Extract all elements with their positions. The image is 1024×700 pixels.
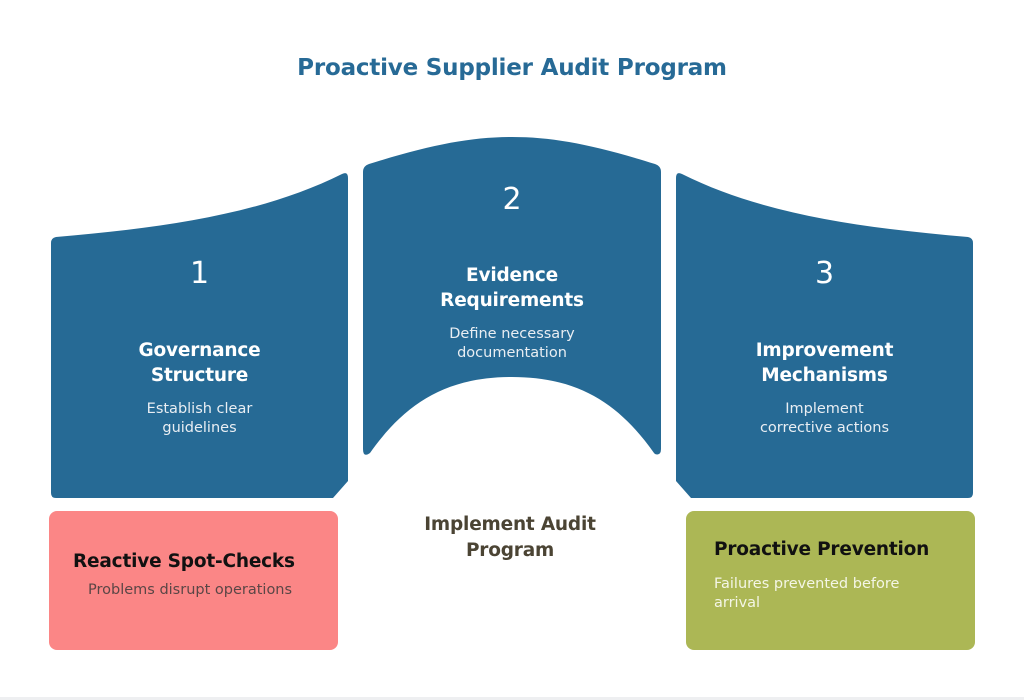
proactive-desc-line-2: arrival	[714, 595, 761, 611]
step-1-number: 1	[189, 256, 210, 291]
reactive-description: Problems disrupt operations	[88, 582, 293, 598]
reactive-heading: Reactive Spot-Checks	[73, 551, 295, 572]
panel-2-shape	[363, 137, 661, 455]
step-3-desc-line-1: Implement	[785, 401, 864, 417]
proactive-description: Failures prevented before arrival	[714, 575, 899, 613]
step-2-heading-line-2: Requirements	[440, 290, 584, 311]
panel-3-shape	[676, 173, 973, 498]
proactive-heading: Proactive Prevention	[714, 539, 930, 560]
step-2-description: Define necessary documentation	[363, 325, 661, 363]
step-2-desc-line-1: Define necessary	[449, 326, 575, 342]
step-1-desc-line-2: guidelines	[162, 420, 237, 436]
step-1-desc-line-1: Establish clear	[146, 401, 253, 417]
step-3-heading-line-1: Improvement	[755, 340, 894, 361]
step-3-desc-line-2: corrective actions	[759, 420, 890, 436]
diagram-title: Proactive Supplier Audit Program	[297, 55, 727, 81]
reactive-outcome-box: Reactive Spot-Checks Problems disrupt op…	[49, 511, 338, 650]
step-2-heading: Evidence Requirements	[363, 263, 661, 313]
step-3-description: Implement corrective actions	[676, 400, 973, 438]
proactive-desc-line-1: Failures prevented before	[714, 576, 900, 592]
step-1-heading-line-1: Governance	[138, 340, 261, 361]
step-1-heading-line-2: Structure	[150, 365, 249, 386]
panel-1-shape	[51, 173, 348, 498]
center-label-line-1: Implement Audit	[424, 514, 596, 535]
step-2-heading-line-1: Evidence	[466, 265, 558, 286]
step-3-number: 3	[814, 256, 835, 291]
step-3-heading: Improvement Mechanisms	[676, 338, 973, 388]
center-label-line-2: Program	[465, 540, 555, 561]
proactive-outcome-box: Proactive Prevention Failures prevented …	[686, 511, 975, 650]
step-1-heading: Governance Structure	[51, 338, 348, 388]
center-label: Implement Audit Program	[380, 512, 640, 564]
bottom-divider	[0, 697, 1024, 700]
step-2-number: 2	[502, 182, 522, 217]
step-3-heading-line-2: Mechanisms	[761, 365, 888, 386]
step-1-description: Establish clear guidelines	[51, 400, 348, 438]
step-2-desc-line-2: documentation	[457, 345, 567, 361]
